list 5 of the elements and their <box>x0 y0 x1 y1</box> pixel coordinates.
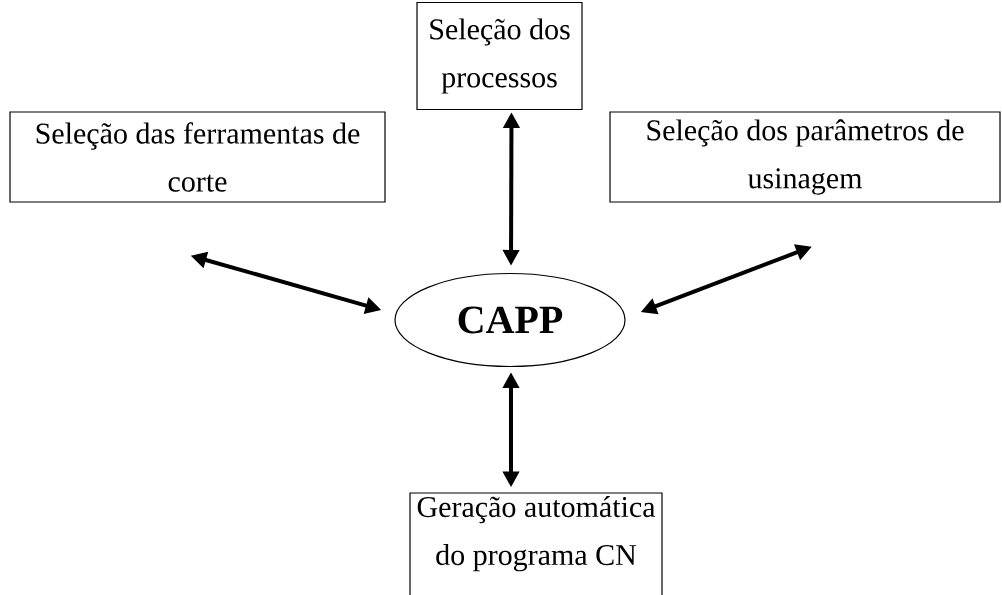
process-box: Seleção dos parâmetros de usinagem <box>609 111 1001 203</box>
process-box: Seleção dos processos <box>416 1 583 111</box>
process-box: Geração automática do programa CN <box>409 492 663 595</box>
process-box: Seleção das ferramentas de corte <box>9 111 386 203</box>
ellipse-node: CAPP <box>394 272 626 368</box>
